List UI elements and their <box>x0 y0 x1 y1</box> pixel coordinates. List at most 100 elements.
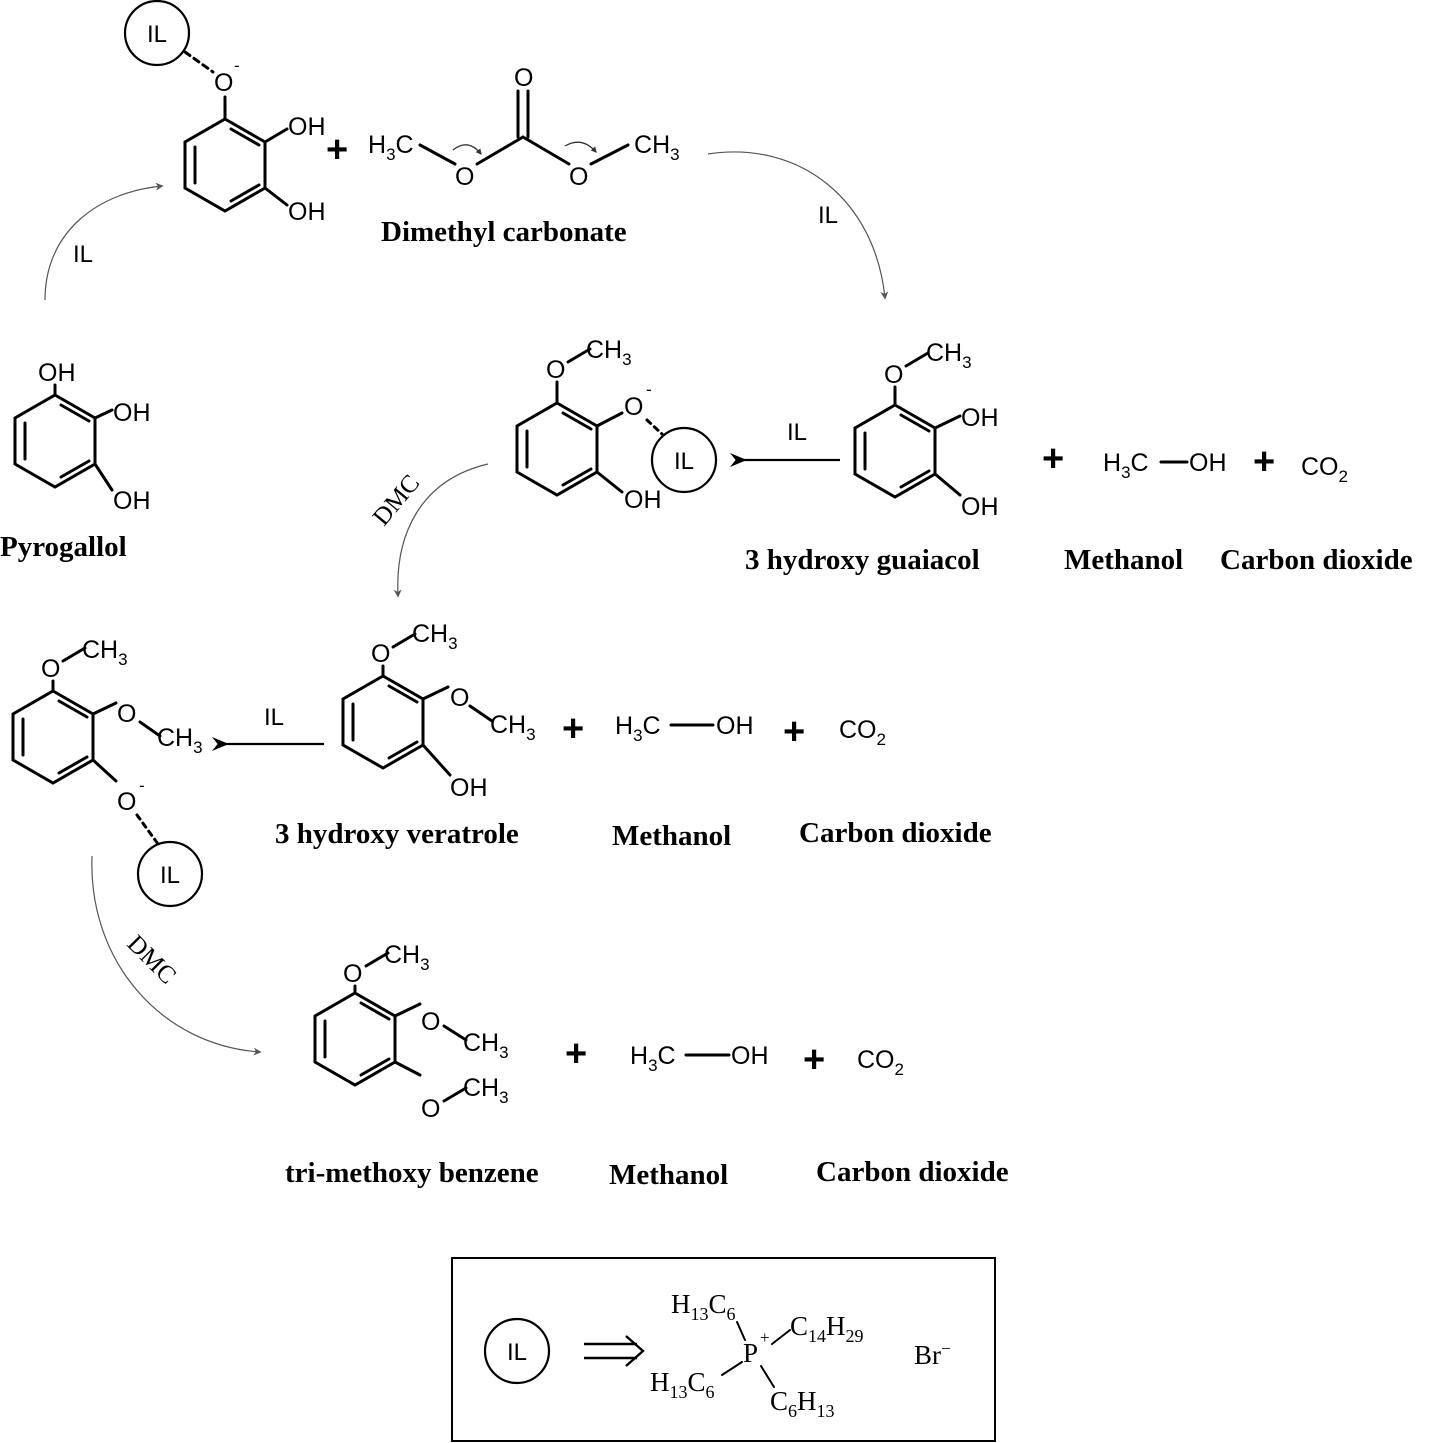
negative-charge: - <box>234 56 240 75</box>
hydroxyl-label: OH <box>716 712 754 740</box>
trimethoxy-benzene-molecule: O CH3 O CH3 O CH3 tri-methoxy benzene <box>285 941 539 1189</box>
subscript: 6 <box>788 1401 797 1421</box>
subscript: 3 <box>448 634 457 653</box>
dmc-caption: Dimethyl carbonate <box>381 216 627 248</box>
arrow-label: IL <box>73 241 93 268</box>
methyl-label: CH3 <box>412 620 458 653</box>
hydroxyl-label: OH <box>731 1042 769 1070</box>
oxygen-label: O <box>214 69 233 97</box>
subscript: 2 <box>895 1060 904 1079</box>
subscript: 3 <box>526 725 535 744</box>
subscript: 3 <box>499 1088 508 1107</box>
methyl-label: CH3 <box>490 711 536 744</box>
methoxy-oxygen: O <box>371 640 390 668</box>
methoxy-oxygen: O <box>421 1095 440 1123</box>
ionic-liquid-legend: IL H13C6 H13C6 P + C14H29 C6H13 Br− <box>451 1257 996 1442</box>
methyl-label: H3C <box>368 131 414 164</box>
subscript: 3 <box>670 145 679 164</box>
subscript: 3 <box>499 1043 508 1062</box>
ch-label: CH <box>82 636 118 664</box>
subscript: 14 <box>808 1326 826 1346</box>
pyrogallol-oh-label: OH <box>113 399 151 427</box>
pyrogallol-oh-label: OH <box>38 359 76 387</box>
co2-caption: Carbon dioxide <box>799 817 992 849</box>
hydroxy-guaiacol-molecule: O CH3 OH OH 3 hydroxy guaiacol <box>745 339 999 576</box>
veratrole-bonds <box>381 632 494 777</box>
implies-arrow <box>584 1335 645 1367</box>
co2-caption: Carbon dioxide <box>816 1156 1009 1188</box>
subscript: 13 <box>670 1382 688 1402</box>
methanol-formula: H3C <box>630 1042 676 1075</box>
il-circle <box>123 0 191 67</box>
hydroxyl-label: OH <box>961 404 999 432</box>
co2-formula: CO2 <box>839 716 886 749</box>
ch-label: CH <box>463 1074 499 1102</box>
pyrogallol-caption: Pyrogallol <box>0 531 127 563</box>
veratrole-anion-molecule: O CH3 O CH3 O - IL <box>11 636 204 908</box>
pyrogallol-oh-bonds <box>53 383 114 492</box>
c-label: C <box>790 1311 808 1341</box>
pyrogallol-oh-label: OH <box>113 487 151 515</box>
subscript: 3 <box>1121 463 1130 482</box>
pyrogallol-ring-double-bonds <box>23 403 91 479</box>
phosphorus-label: P <box>743 1338 758 1368</box>
subscript: 6 <box>727 1304 736 1324</box>
veratrole-anion-bonds <box>51 646 162 783</box>
co2-molecule: CO2 Carbon dioxide <box>1220 453 1413 576</box>
veratrole-ring <box>341 674 425 770</box>
methoxy-oxygen: O <box>343 960 362 988</box>
plus-sign: + <box>565 1033 587 1075</box>
methyl-label: CH3 <box>586 336 632 369</box>
il-circle-label: IL <box>674 448 694 475</box>
curved-arrow-dmc <box>91 855 262 1056</box>
ester-oxygen: O <box>455 163 474 191</box>
h-label: H <box>671 1289 691 1319</box>
subscript: 2 <box>1339 467 1348 486</box>
guaiacol-ring-double-bonds <box>863 413 931 489</box>
methyl-label: CH3 <box>634 131 680 164</box>
plus-sign: + <box>803 1039 825 1081</box>
hydroxyl-label: OH <box>288 113 326 141</box>
veratrole-anion-ring <box>11 689 95 785</box>
phenoxide-ring-double-bonds <box>193 127 261 203</box>
ionic-interaction <box>135 813 160 846</box>
methyl-label: CH3 <box>157 724 203 757</box>
hexyl-label: H13C6 <box>650 1367 715 1402</box>
il-circle-label: IL <box>147 21 167 48</box>
ch-label: CH <box>490 711 526 739</box>
ch-label: CH <box>463 1029 499 1057</box>
dimethyl-carbonate-molecule: H3C CH3 O O O Dimethyl carbonate <box>368 64 680 248</box>
il-circle-label: IL <box>160 862 180 889</box>
curved-arrow-pyrogallol-to-phenoxide <box>44 182 164 301</box>
ch-label: CH <box>384 941 420 969</box>
p-c-bonds <box>721 1321 791 1388</box>
subscript: 3 <box>962 353 971 372</box>
negative-charge: - <box>646 380 652 399</box>
h-label: H <box>630 1042 648 1070</box>
il-circle <box>650 426 718 494</box>
positive-charge: + <box>760 1328 770 1347</box>
hydroxyl-label: OH <box>961 493 999 521</box>
arrow-label: DMC <box>368 470 425 531</box>
methanol-caption: Methanol <box>1064 544 1183 576</box>
subscript: 3 <box>420 955 429 974</box>
c-label: C <box>1131 449 1149 477</box>
methanol-molecule: H3C OH Methanol <box>612 712 754 852</box>
plus-sign: + <box>1042 438 1064 480</box>
subscript: 13 <box>817 1401 835 1421</box>
curved-arrow-dmc-to-guaiacol <box>707 151 889 300</box>
phenoxide-molecule: IL O - OH OH <box>123 0 326 226</box>
methanol-caption: Methanol <box>612 820 731 852</box>
subscript: 13 <box>691 1304 709 1324</box>
ch-label: CH <box>157 724 193 752</box>
methyl-label: CH3 <box>463 1074 509 1107</box>
subscript: 3 <box>193 738 202 757</box>
co-label: CO <box>839 716 877 744</box>
subscript: 29 <box>846 1326 864 1346</box>
c-label: C <box>634 131 652 159</box>
methanol-formula: H3C <box>1103 449 1149 482</box>
br-label: Br <box>914 1340 941 1370</box>
guaiacol-anion-ring <box>515 401 599 497</box>
arrow-label: IL <box>787 419 807 446</box>
plus-sign: + <box>783 711 805 753</box>
